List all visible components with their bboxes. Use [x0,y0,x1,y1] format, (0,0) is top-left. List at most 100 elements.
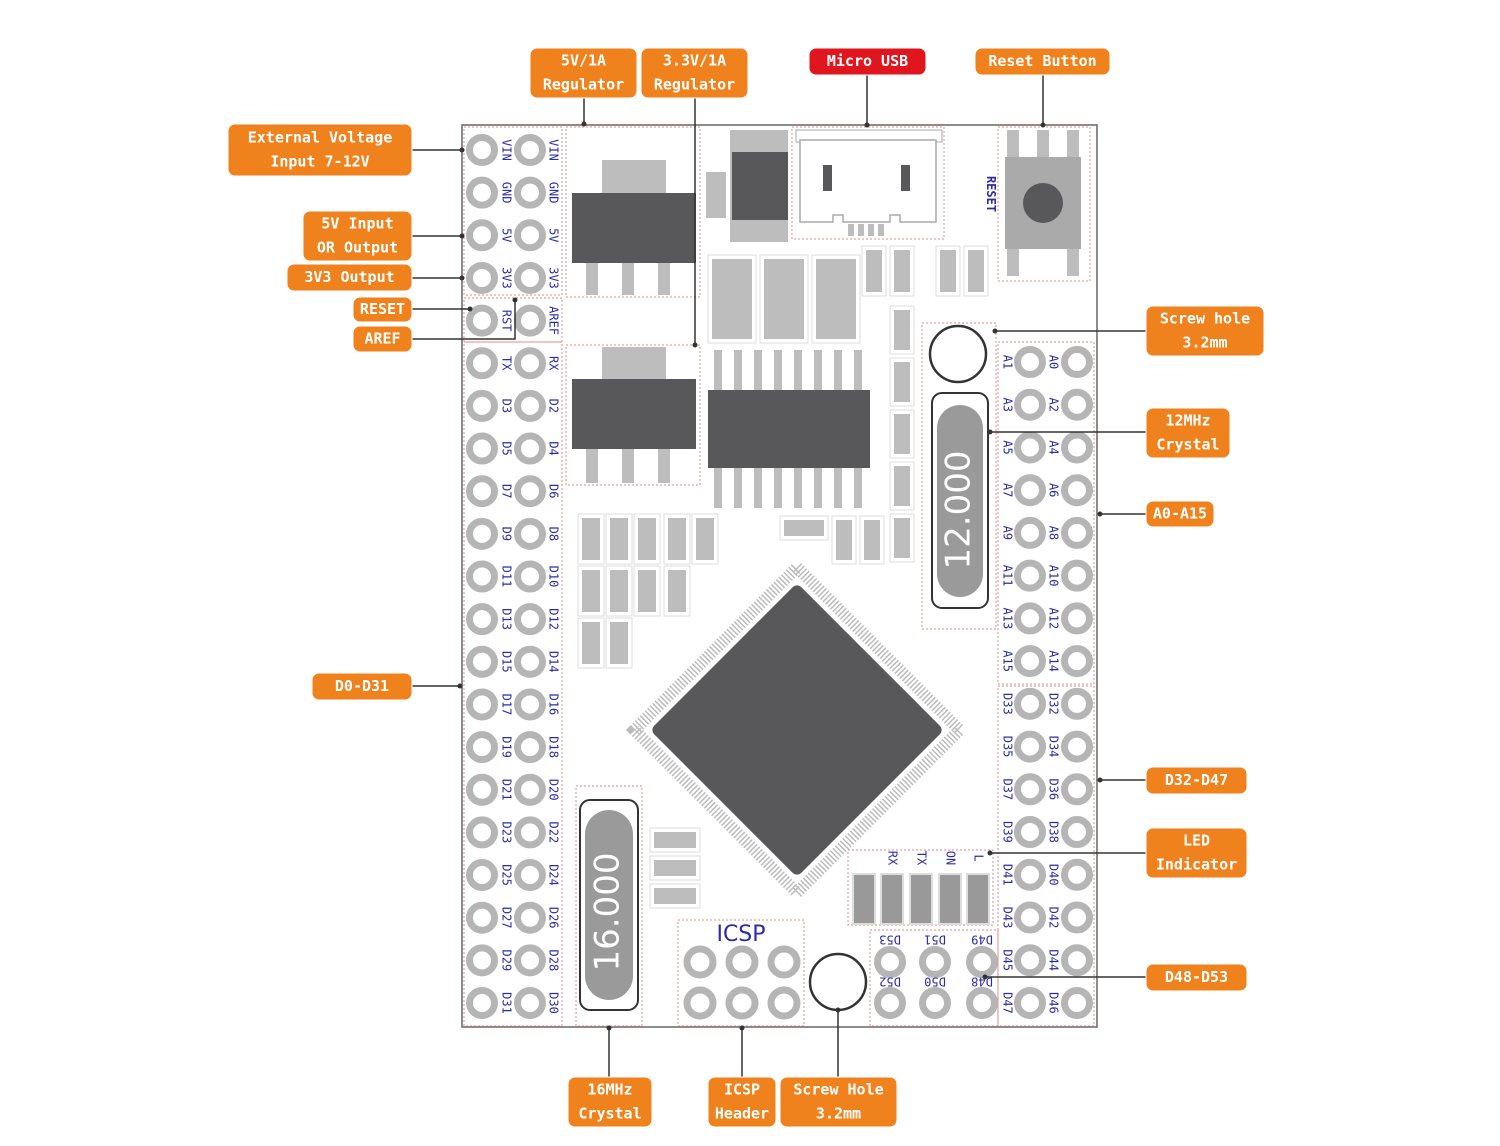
ic-pin [814,350,822,392]
pin-label: A13 [1001,608,1015,630]
ic-pin [754,466,762,508]
pin-label: D37 [1001,778,1015,800]
callout-arrow-dot [987,850,993,856]
icsp-pad [767,945,801,979]
smd-part [816,259,856,339]
pin-label: D21 [500,779,514,801]
pin-label: D49 [971,933,993,947]
led-label: ON [944,851,958,865]
pin-pad [514,432,546,465]
pin-pad [466,475,498,508]
pin-label: D46 [1047,992,1061,1014]
pin-pad [466,134,498,166]
smd-part [784,520,824,536]
ic-pin [714,350,722,392]
pin-label: D3 [500,399,514,413]
callout-box [1145,766,1248,795]
smd-part [582,622,600,664]
callout-box [1145,500,1215,528]
callout-box [529,47,638,99]
pin-pad [466,645,498,678]
pin-pad [466,347,498,380]
pin-label: D19 [500,736,514,758]
pin-label: D22 [547,822,561,844]
pin-label: A12 [1047,608,1061,630]
smd-part [968,250,984,292]
callout-aref: AREF [352,297,518,353]
crystal-16-label: 16.000 [588,853,628,972]
pin-label: RST [500,310,514,332]
callout-label: 12MHz [1165,412,1210,430]
pin-pad [1014,602,1046,635]
smd-part [668,570,686,612]
ic-pin [854,350,862,392]
crystal-16-body [585,810,633,1000]
dashed-outline [463,341,563,1027]
pin-label: A14 [1047,650,1061,672]
ic-pin [834,466,842,508]
callout-arrow-dot [864,122,870,128]
led-label: RX [886,851,900,866]
pin-pad [514,517,546,550]
pin-pad [514,731,546,764]
callout-label: Crystal [578,1105,641,1123]
smd-part [764,259,804,339]
pin-label: D11 [500,566,514,588]
callout-label: RESET [360,300,405,318]
pin-label: A15 [1001,650,1015,672]
smd-part [654,888,696,904]
pin-pad [1061,645,1093,678]
callout-box [286,263,413,292]
callout-v33: 3V3 Output [286,263,465,292]
pin-label: D42 [1047,907,1061,929]
pin-label: AREF [547,306,561,335]
pin-pad [466,304,498,337]
callout-label: External Voltage [248,129,393,147]
pin-label: VIN [547,139,561,161]
led-label: TX [915,851,929,866]
pin-label: D4 [547,441,561,455]
regulator-3v3-leg [658,449,670,483]
smd-part [654,832,696,848]
pin-label: A3 [1001,398,1015,412]
pin-label: A5 [1001,440,1015,454]
ic-pin [814,466,822,508]
regulator-5v-leg [658,263,670,295]
regulator-5v-body [572,193,696,263]
pin-label: D36 [1047,778,1061,800]
callout-label: AREF [364,330,400,348]
pin-label: 5V [547,228,561,242]
callout-arrow-dot [835,1007,841,1013]
pin-pad [466,816,498,849]
pin-pad [1014,986,1046,1019]
pin-pad [466,731,498,764]
pin-label: GND [500,182,514,204]
dashed-outline [869,929,999,1027]
callout-label: D32-D47 [1165,771,1228,789]
pin-pad [466,560,498,593]
pin-label: D30 [547,992,561,1014]
pin-pad [1061,431,1093,464]
pin-pad [514,773,546,806]
regulator-3v3-body [572,379,696,449]
callout-box [302,210,413,262]
callout-label: Screw Hole [793,1081,883,1099]
pin-label: A10 [1047,565,1061,587]
pin-label: A1 [1001,355,1015,369]
callout-a0a15: A0-A15 [1097,500,1215,528]
smd-part [668,518,686,560]
pin-pad [1061,687,1093,720]
pin-pad [1014,431,1046,464]
smd-part [894,414,910,454]
callout-arrow-dot [459,233,465,239]
callout-label: Indicator [1156,856,1237,874]
callout-label: A0-A15 [1153,505,1207,523]
pin-pad [1061,474,1093,507]
callout-label: Screw hole [1160,310,1250,328]
pin-label: D8 [547,527,561,541]
callout-box [779,1076,898,1128]
